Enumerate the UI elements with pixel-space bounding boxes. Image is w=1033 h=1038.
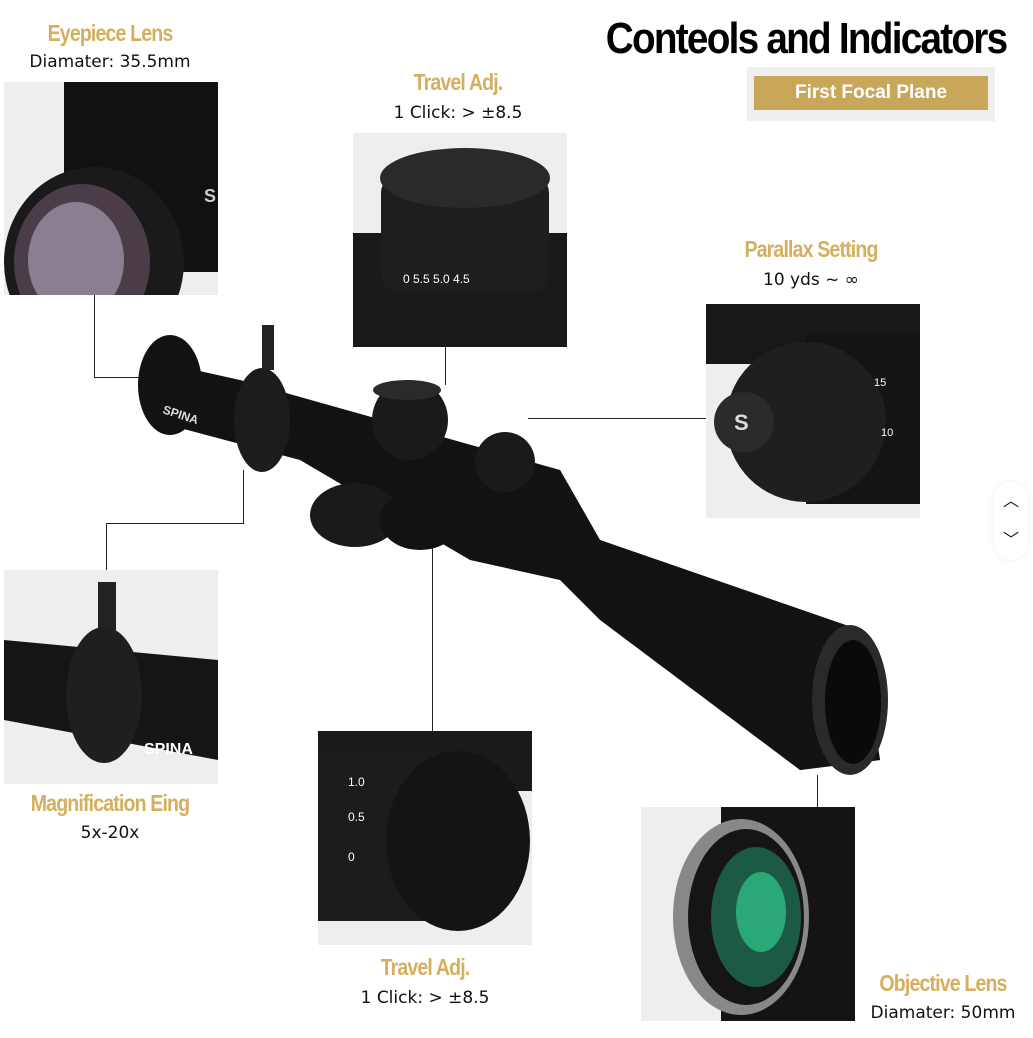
svg-text:S: S — [734, 410, 749, 435]
connector-line — [94, 295, 95, 377]
svg-text:0 5.5 5.0 4.5: 0 5.5 5.0 4.5 — [403, 272, 470, 286]
parallax-setting-photo: S 15 10 — [706, 304, 920, 518]
magnification-title: Magnification Eing — [30, 790, 190, 816]
travel-top-title: Travel Adj. — [413, 69, 504, 95]
travel-adjust-top-photo: 0 5.5 5.0 4.5 — [353, 133, 567, 347]
svg-text:15: 15 — [874, 377, 886, 389]
travel-bottom-detail: 1 Click: > ±8.5 — [360, 988, 490, 1008]
objective-title: Objective Lens — [879, 970, 1007, 996]
objective-lens-photo — [641, 807, 855, 1021]
eyepiece-detail: Diamater: 35.5mm — [29, 52, 191, 72]
parallax-detail: 10 yds ~ ∞ — [763, 270, 859, 290]
travel-bottom-title: Travel Adj. — [380, 954, 471, 980]
magnification-ring-photo: SPINA — [4, 570, 218, 784]
chevron-down-icon[interactable]: ﹀ — [1002, 532, 1019, 549]
svg-text:S: S — [204, 186, 216, 206]
objective-detail: Diamater: 50mm — [870, 1003, 1016, 1023]
connector-line — [106, 523, 244, 524]
connector-line — [528, 418, 706, 419]
eyepiece-title: Eyepiece Lens — [47, 20, 174, 46]
svg-text:0: 0 — [348, 850, 355, 864]
connector-line — [432, 548, 433, 731]
connector-line — [106, 523, 107, 570]
parallax-title: Parallax Setting — [744, 236, 878, 262]
travel-adjust-bottom-photo: 0 0.5 1.0 — [318, 731, 532, 945]
connector-line — [445, 347, 446, 385]
focal-plane-badge: First Focal Plane — [747, 67, 995, 121]
svg-text:1.0: 1.0 — [348, 775, 365, 789]
connector-line — [243, 470, 244, 524]
connector-line — [94, 377, 140, 378]
svg-text:10: 10 — [881, 427, 893, 439]
carousel-nav: ︿ ﹀ — [994, 482, 1028, 560]
eyepiece-lens-photo: S — [4, 82, 218, 295]
magnification-detail: 5x-20x — [80, 823, 140, 843]
chevron-up-icon[interactable]: ︿ — [1002, 493, 1019, 510]
travel-top-detail: 1 Click: > ±8.5 — [393, 103, 523, 123]
page-title: Conteols and Indicators — [605, 14, 1008, 63]
svg-text:0.5: 0.5 — [348, 810, 365, 824]
svg-text:SPINA: SPINA — [144, 741, 193, 758]
connector-line — [817, 775, 818, 807]
badge-label: First Focal Plane — [754, 76, 988, 110]
